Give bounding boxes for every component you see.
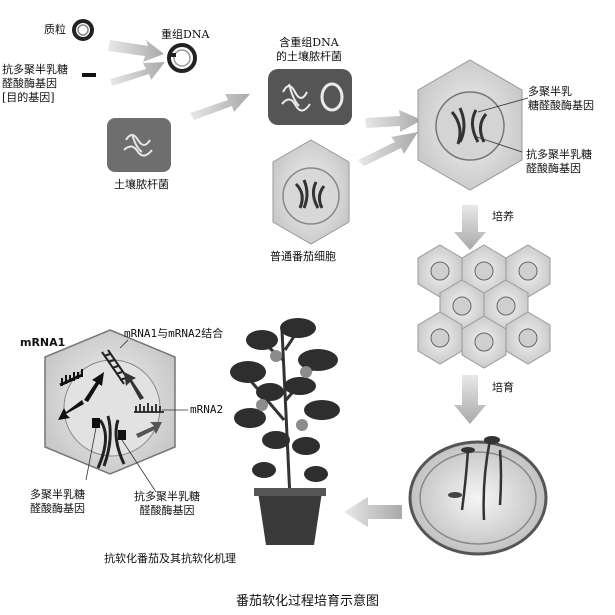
- tomato-cell-hexagon: [272, 139, 350, 245]
- mrna-bind-pointer: [119, 339, 129, 349]
- label-mrna1: mRNA1: [20, 336, 66, 349]
- arrow-culture-down: [454, 205, 486, 250]
- mechanism-arrow-up-left: [124, 372, 144, 400]
- petri-dish: [408, 436, 548, 556]
- label-anti-pg-gene-bottom: 抗多聚半乳糖 醛酸酶基因: [134, 490, 200, 517]
- transformed-cell-hexagon: [417, 59, 529, 191]
- arrow-tomato-cell-to-transformed: [358, 132, 418, 166]
- mechanism-arrow-right: [136, 422, 162, 438]
- mrna1-strand: [59, 369, 83, 387]
- pg-gene-pointer: [85, 427, 97, 481]
- label-mrna2: mRNA2: [190, 403, 224, 416]
- diagram-caption: 番茄软化过程培育示意图: [235, 594, 379, 609]
- label-agro-with-dna: 含重组DNA 的土壤脓杆菌: [276, 36, 342, 63]
- arrow-plasmid-to-dna: [108, 40, 164, 62]
- mechanism-cell: [44, 329, 176, 475]
- cell-cluster-nuclei: [430, 261, 538, 352]
- mrna2-strand: [134, 403, 164, 413]
- arrow-cultivate-down: [454, 375, 486, 424]
- arrow-dish-to-plant: [344, 497, 402, 527]
- label-anti-pg-gene-right: 抗多聚半乳糖 醛酸酶基因: [526, 148, 592, 175]
- target-gene-fragment: [82, 73, 96, 77]
- label-plasmid: 质粒: [44, 23, 66, 36]
- arrow-agro-to-agro-dna: [190, 94, 250, 120]
- label-mrna-bind: mRNA1与mRNA2结合: [124, 327, 224, 340]
- plasmid-ring: [72, 19, 94, 41]
- label-pg-gene-top: 多聚半乳 糖醛酸酶基因: [528, 85, 594, 112]
- recombinant-dna-ring: [167, 43, 197, 73]
- label-tomato-cell: 普通番茄细胞: [270, 250, 336, 263]
- agrobacterium-box: [107, 118, 171, 172]
- mechanism-arrow-up-right: [84, 372, 104, 402]
- tomato-plant: [230, 318, 340, 545]
- label-recombinant-dna: 重组DNA: [161, 28, 210, 41]
- label-culture: 培养: [492, 210, 514, 223]
- mechanism-arrow-left: [58, 400, 84, 420]
- label-cultivate: 培育: [492, 381, 514, 394]
- agro-with-dna-box: [268, 69, 352, 125]
- label-target-gene: 抗多聚半乳糖 醛酸酶基因 [目的基因]: [2, 63, 68, 104]
- label-pg-gene-bottom: 多聚半乳糖 醛酸酶基因: [30, 488, 85, 515]
- arrow-agro-dna-to-cell: [365, 110, 422, 132]
- anti-pg-gene-pointer: [121, 439, 157, 493]
- label-agrobacterium: 土壤脓杆菌: [114, 178, 169, 191]
- cell-cluster: [417, 244, 551, 369]
- label-mechanism: 抗软化番茄及其抗软化机理: [104, 552, 236, 565]
- arrow-gene-to-dna: [110, 62, 165, 86]
